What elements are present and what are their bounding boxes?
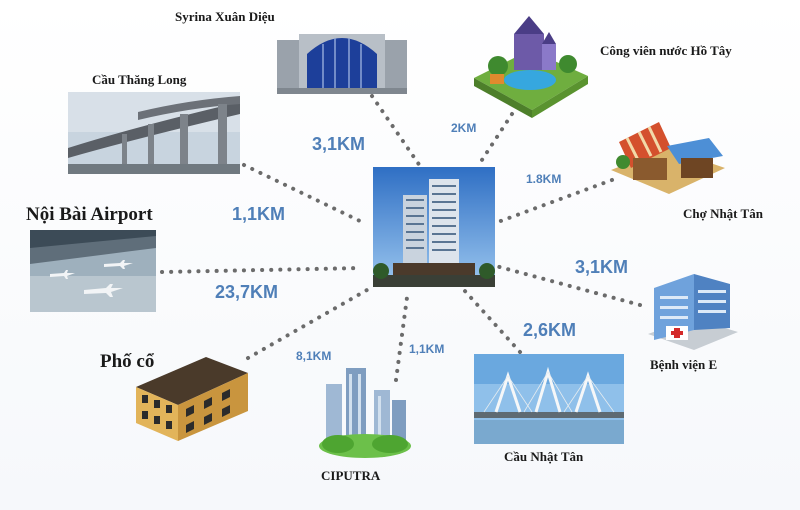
connector-syrina	[370, 94, 422, 168]
label-pho-co: Phố cổ	[100, 351, 155, 372]
label-ciputra: CIPUTRA	[321, 468, 381, 483]
label-thang-long: Cầu Thăng Long	[92, 72, 187, 87]
benh-vien-e-image	[644, 268, 742, 350]
distance-syrina: 3,1KM	[312, 134, 366, 154]
connector-cau-nhat-tan	[462, 288, 522, 354]
thang-long-image	[68, 92, 240, 174]
distance-benh-vien-e: 3,1KM	[575, 257, 629, 277]
label-cho-nhat-tan: Chợ Nhật Tân	[683, 206, 763, 221]
distance-thang-long: 1,1KM	[232, 204, 286, 224]
connector-pho-co	[246, 284, 376, 360]
connector-thang-long	[242, 163, 364, 224]
label-cau-nhat-tan: Cầu Nhật Tân	[504, 449, 584, 464]
label-syrina: Syrina Xuân Diệu	[175, 9, 275, 24]
distance-ho-tay: 2KM	[451, 121, 477, 135]
ho-tay-image	[470, 14, 592, 118]
connector-ho-tay	[476, 112, 514, 168]
pho-co-image	[132, 349, 250, 443]
distance-cho-nhat-tan: 1.8KM	[526, 172, 562, 186]
connector-noi-bai	[160, 266, 364, 274]
center-building-image	[373, 167, 495, 287]
distance-pho-co: 8,1KM	[296, 349, 332, 363]
cho-nhat-tan-image	[609, 112, 727, 196]
label-benh-vien-e: Bệnh viện E	[650, 357, 718, 372]
connector-benh-vien-e	[494, 264, 642, 307]
distance-cau-nhat-tan: 2,6KM	[523, 320, 577, 340]
connector-cho-nhat-tan	[496, 178, 614, 224]
ciputra-image	[318, 366, 412, 458]
label-ho-tay: Công viên nước Hồ Tây	[600, 43, 732, 58]
label-noi-bai: Nội Bài Airport	[26, 204, 153, 225]
noi-bai-image	[30, 230, 156, 312]
syrina-image	[277, 28, 407, 94]
distance-noi-bai: 23,7KM	[215, 282, 279, 302]
distance-ciputra: 1,1KM	[409, 342, 445, 356]
cau-nhat-tan-image	[474, 354, 624, 444]
connector-ciputra	[394, 288, 410, 382]
